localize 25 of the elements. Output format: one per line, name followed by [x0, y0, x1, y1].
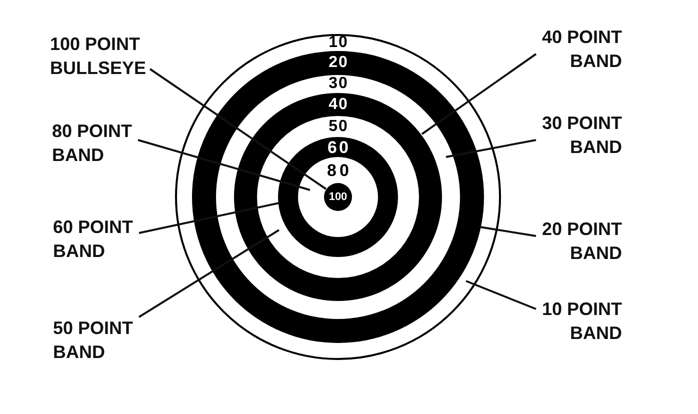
score-number: 100 — [328, 192, 348, 202]
callout-label: 20 POINT BAND — [536, 217, 622, 265]
callout-label: 80 POINT BAND — [52, 119, 138, 167]
leader-line — [138, 139, 310, 191]
callout-label: 100 POINT BULLSEYE — [50, 32, 150, 80]
callout-label: 10 POINT BAND — [536, 297, 622, 345]
callout-label: 30 POINT BAND — [536, 111, 622, 159]
leader-line — [138, 202, 280, 234]
score-number: 40 — [328, 96, 348, 112]
callout-label: 50 POINT BAND — [53, 316, 139, 364]
leader-line — [466, 280, 536, 310]
leader-line — [149, 68, 327, 190]
score-number: 30 — [328, 76, 348, 92]
leader-line — [446, 139, 536, 158]
callout-label: 60 POINT BAND — [53, 215, 139, 263]
leader-line — [421, 53, 537, 135]
score-number: 50 — [328, 118, 348, 134]
leader-line — [138, 229, 280, 318]
score-number: 10 — [328, 34, 348, 50]
bullseye-disk — [324, 183, 352, 211]
score-number: 20 — [328, 55, 348, 71]
score-number: 60 — [326, 138, 350, 156]
leader-line — [480, 226, 536, 237]
score-number: 80 — [326, 162, 352, 178]
callout-label: 40 POINT BAND — [536, 25, 622, 73]
